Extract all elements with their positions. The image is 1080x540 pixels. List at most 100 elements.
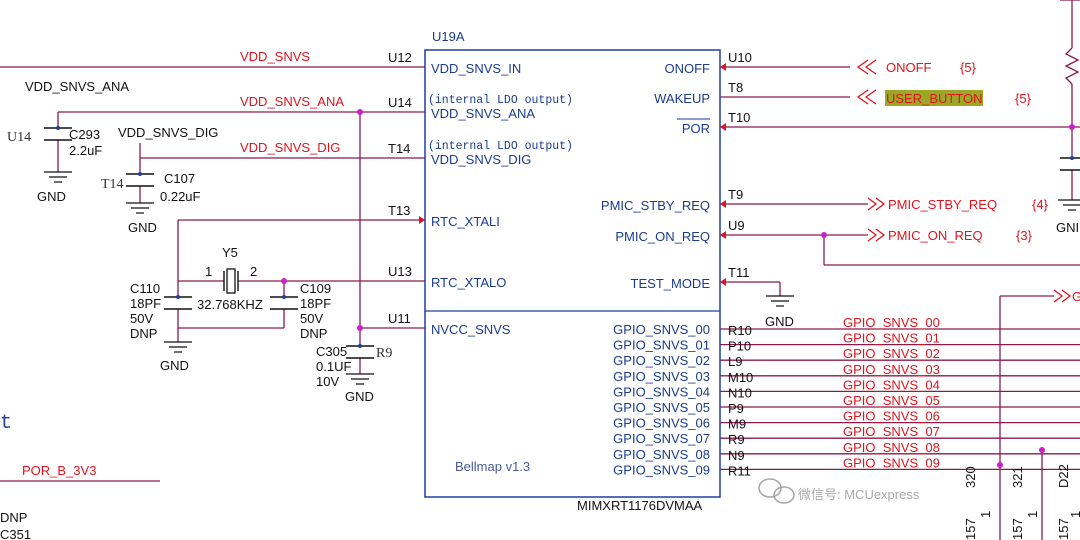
c109-value: 18PF (300, 296, 331, 311)
chip-tiny-mark: Bellmap v1.3 (455, 459, 530, 474)
chip-u19a: U19A MIMXRT1176DVMAA Bellmap v1.3 (424, 29, 721, 513)
pin-ball-id: U13 (388, 264, 412, 279)
pin-ball-id: T9 (728, 187, 743, 202)
pin-arrow-icon (720, 200, 726, 208)
watermark-text: 微信号: MCUexpress (798, 487, 920, 502)
pin-note: (internal LDO output) (428, 140, 573, 153)
capacitor-c109: C109 18PF 50V DNP (270, 281, 331, 341)
c293-ref: C293 (69, 127, 100, 142)
gnd-symbol (345, 373, 375, 385)
left-pin: T14(internal LDO output)VDD_SNVS_DIG (388, 140, 573, 167)
pin-name: VDD_SNVS_DIG (431, 152, 531, 167)
offpage-onoff-label: ONOFF (886, 60, 932, 75)
pin-name: GPIO_SNVS_05 (613, 400, 710, 415)
pin-name: NVCC_SNVS (431, 322, 511, 337)
cap-plus-dot (138, 172, 142, 176)
pin-name: GPIO_SNVS_08 (613, 447, 710, 462)
pin-name: PMIC_STBY_REQ (601, 198, 710, 213)
pin-name: VDD_SNVS_IN (431, 61, 521, 76)
c110-value: 18PF (130, 296, 161, 311)
pin-name: GPIO_SNVS_02 (613, 353, 710, 368)
gnd-label-edge: GNI (1056, 220, 1079, 235)
pin-name: GPIO_SNVS_01 (613, 338, 710, 353)
offpage-pmic-on: PMIC_ON_REQ {3} (867, 228, 1033, 243)
pin-arrow-icon (720, 278, 726, 286)
capacitor-c305: C305 R9 0.1UF 10V (316, 344, 392, 389)
junction-dot (281, 278, 287, 284)
offpage-gpio-edge-label: G (1072, 289, 1080, 304)
gnd-symbol (765, 295, 795, 307)
offpage-user-button-ref: {5} (1015, 91, 1032, 106)
pin-ball-id: T8 (728, 80, 743, 95)
c110-voltage: 50V (130, 311, 153, 326)
net-label-por-b: POR_B_3V3 (22, 463, 96, 478)
watermark: 微信号: MCUexpress (758, 478, 920, 504)
capacitor-c293: VDD_SNVS_ANA U14 C293 2.2uF (7, 79, 129, 183)
c107-net-label: VDD_SNVS_DIG (118, 125, 218, 140)
pin-ball-id: U14 (388, 95, 412, 110)
pin-name: GPIO_SNVS_04 (613, 384, 710, 399)
right-pins: U10ONOFFT8WAKEUPT10PORT9PMIC_STBY_REQU9P… (601, 50, 752, 291)
offpage-pmic-on-ref: {3} (1016, 228, 1033, 243)
pin-arrow-icon (720, 123, 726, 131)
gpio-net-label: GPIO_SNVS_09 (843, 455, 940, 470)
crystal-y5: Y5 1 2 32.768KHZ (197, 245, 263, 312)
c109-ref: C109 (300, 281, 331, 296)
y5-pin1: 1 (205, 264, 212, 279)
pin-name: PMIC_ON_REQ (615, 229, 710, 244)
gpio-net-label: GPIO_SNVS_04 (843, 377, 940, 392)
junction-dot (1039, 447, 1045, 453)
junction-dot (357, 109, 363, 115)
pin-ball-id: P10 (728, 339, 751, 354)
offpage-pmic-on-label: PMIC_ON_REQ (888, 228, 983, 243)
pin-ball-id: P9 (728, 401, 744, 416)
gnd-symbol (163, 341, 193, 353)
gnd-label: GND (765, 314, 794, 329)
gnd-label: GND (37, 189, 66, 204)
wechat-icon (758, 478, 795, 504)
gpio-net-label: GPIO_SNVS_05 (843, 393, 940, 408)
pin-ball-id: U11 (388, 311, 411, 326)
edge-fragment-157: 157 (1010, 518, 1025, 540)
c305-ball-mark: R9 (376, 346, 392, 361)
c305-value: 0.1UF (316, 359, 351, 374)
pin-ball-id: U12 (388, 50, 412, 65)
pin-ball-id: R9 (728, 432, 745, 447)
gpio-pin: P9 GPIO_SNVS_05 GPIO_SNVS_05 (613, 393, 940, 416)
cap-plus-dot (358, 344, 362, 348)
c293-net-label: VDD_SNVS_ANA (25, 79, 129, 94)
y5-pin2: 2 (250, 264, 257, 279)
cap-plus-dot (176, 295, 180, 299)
edge-fragment-dnp: DNP (0, 510, 27, 525)
pin-name: GPIO_SNVS_09 (613, 462, 710, 477)
pin-ball-id: N9 (728, 448, 745, 463)
edge-fragment-157: 157 (963, 518, 978, 540)
net-label-vdd-snvs: VDD_SNVS (240, 49, 310, 64)
chip-designator: U19A (432, 29, 465, 44)
offpage-user-button-label: USER_BUTTON (886, 91, 983, 106)
gpio-wires (720, 328, 1080, 471)
cap-plus-dot (282, 295, 286, 299)
pin-name: GPIO_SNVS_06 (613, 416, 710, 431)
pin-name: GPIO_SNVS_07 (613, 431, 710, 446)
offpage-user-button: USER_BUTTON {5} (856, 89, 1032, 106)
pin-name: GPIO_SNVS_03 (613, 369, 710, 384)
junction-dot (1069, 124, 1075, 130)
user-button-highlight (885, 90, 983, 106)
gpio-net-label: GPIO_SNVS_08 (843, 440, 940, 455)
c107-value: 0.22uF (160, 189, 201, 204)
c109-dnp: DNP (300, 326, 327, 341)
chip-body (424, 49, 721, 498)
